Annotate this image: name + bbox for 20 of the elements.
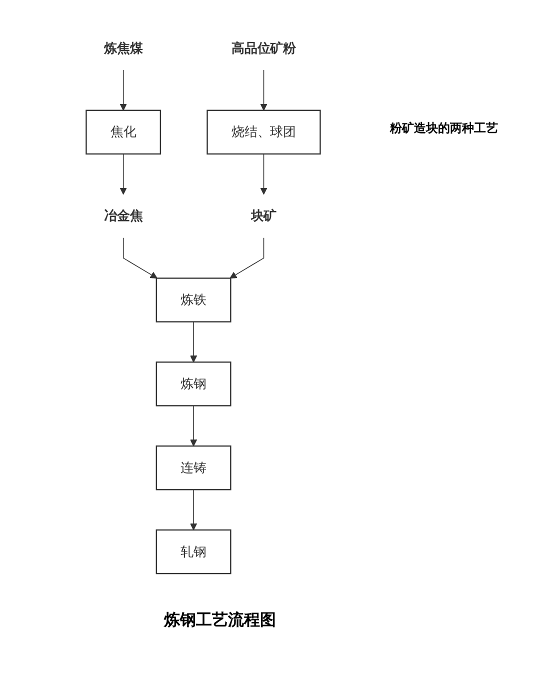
arrow [260,154,268,195]
arrow [120,154,127,195]
node-box: 焦化 [86,110,162,155]
node-text: 炼焦煤 [104,40,143,56]
arrow [230,237,264,279]
node-box: 炼铁 [156,278,232,322]
node-box: 连铸 [156,445,232,490]
arrow [190,489,198,530]
arrow [260,70,268,111]
arrow [190,405,198,446]
note-text: 粉矿造块的两种工艺 [390,120,499,137]
node-text: 高品位矿粉 [231,40,296,56]
node-box: 炼钢 [156,362,232,406]
node-box: 烧结、球团 [206,110,321,155]
arrow [190,321,198,362]
arrow [122,237,158,279]
node-text: 冶金焦 [104,208,143,224]
arrow [120,70,127,111]
caption: 炼钢工艺流程图 [164,610,276,629]
node-box: 轧钢 [156,529,232,574]
